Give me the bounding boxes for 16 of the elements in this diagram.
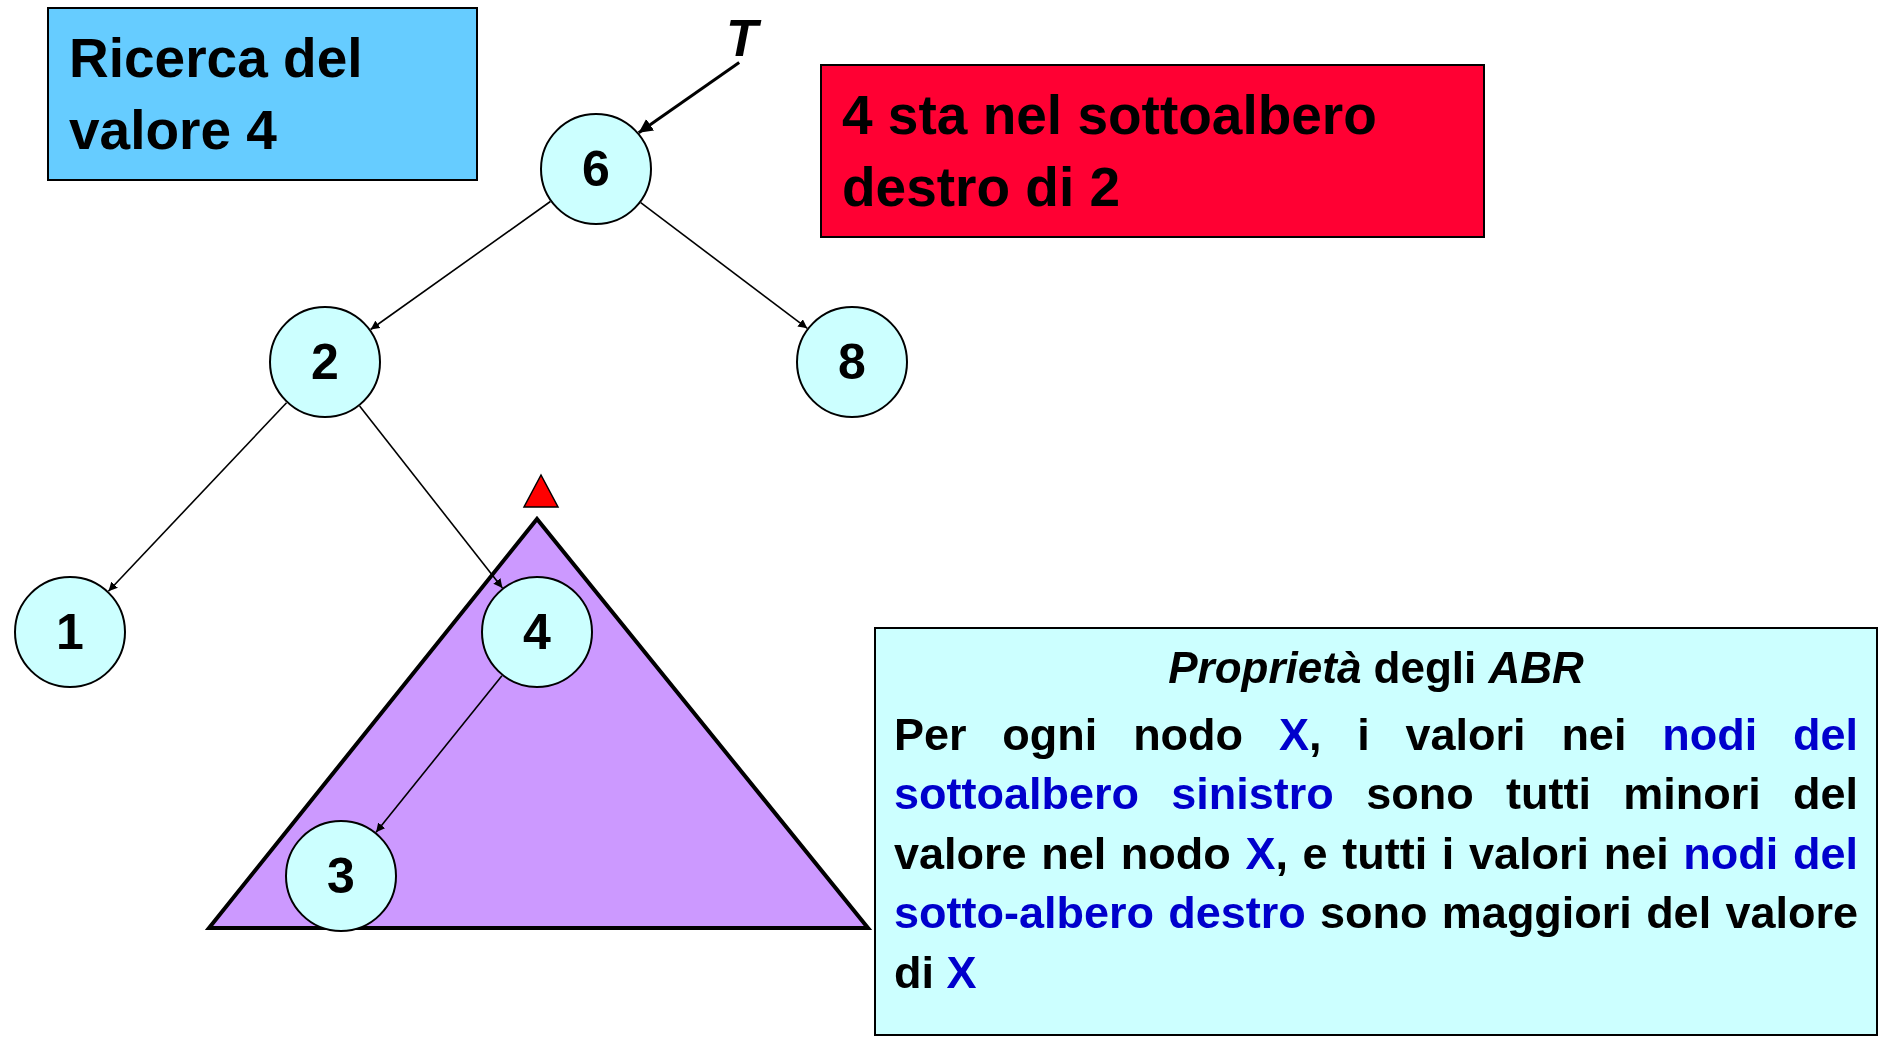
- panel-heading: Proprietà degli ABR: [1167, 643, 1585, 693]
- pointer-label: T: [726, 8, 770, 72]
- note-box: 4 sta nel sottoalbero destro di 2: [820, 64, 1485, 238]
- arrow: [107, 401, 288, 593]
- tree-node-circle: 8: [796, 306, 908, 418]
- arrow: [358, 405, 504, 589]
- tree-node-circle: 2: [269, 306, 381, 418]
- tree-node-circle: 6: [540, 113, 652, 225]
- arrow: [369, 200, 552, 331]
- tree-node-circle: 1: [14, 576, 126, 688]
- arrow: [637, 61, 741, 134]
- info-panel: [874, 627, 1878, 1036]
- note-box: Ricerca del valore 4: [47, 7, 478, 181]
- panel-paragraph: Per ogni nodo X, i valori nei nodi del sottoalbero sinistro sono tutti minori del valore nel nodo X, e tutti i valori nei nodi del sotto-albero destro sono maggiori del valore di X: [894, 708, 1858, 1000]
- arrow: [375, 674, 503, 834]
- arrow: [639, 201, 809, 330]
